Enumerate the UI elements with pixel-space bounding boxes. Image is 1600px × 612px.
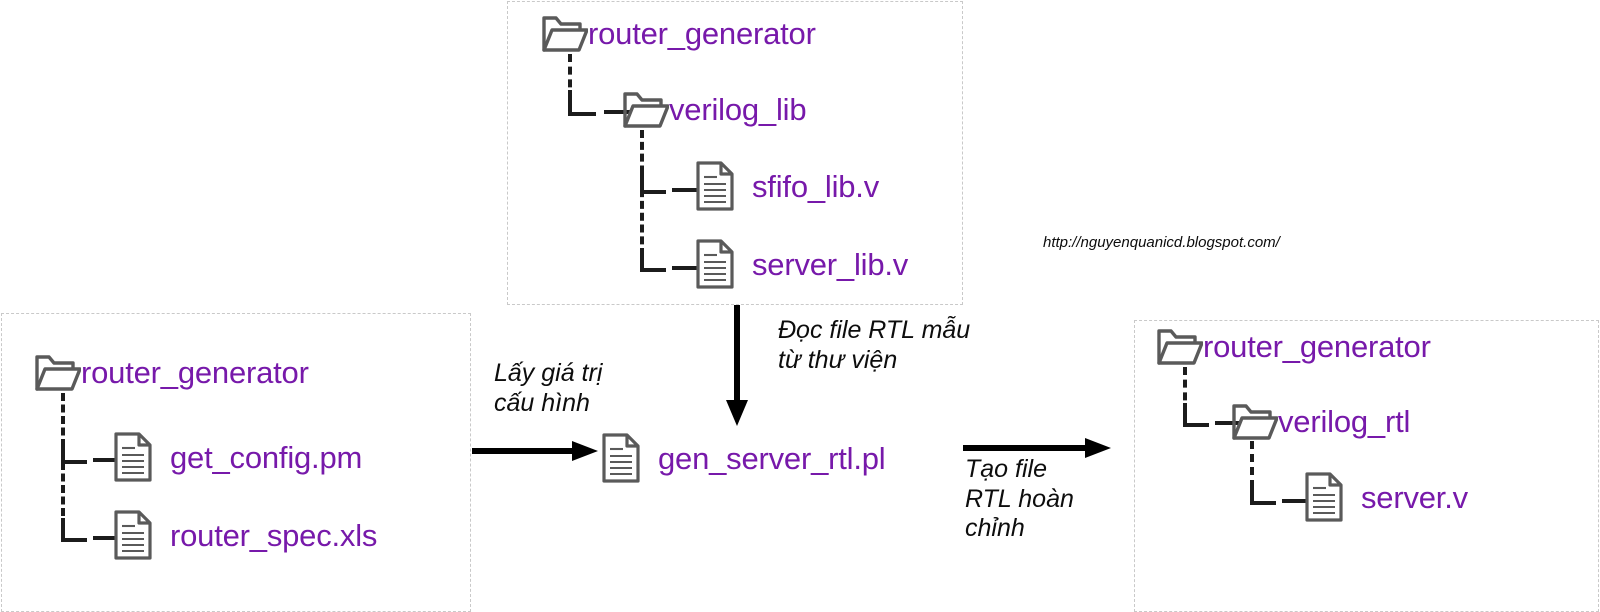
folder-icon [540, 12, 588, 54]
config-connector-router-spec [93, 536, 119, 540]
library-connector-sfifo [672, 188, 698, 192]
config-root-node[interactable]: router_generator [33, 351, 309, 393]
output-server-v-node[interactable]: server.v [1303, 471, 1468, 523]
config-elbow-router-spec [61, 518, 87, 542]
library-connector-server-lib [672, 266, 698, 270]
config-elbow-get-config [61, 440, 87, 464]
output-verilog-rtl-node[interactable]: verilog_rtl [1230, 400, 1410, 442]
library-server-lib-label: server_lib.v [752, 246, 909, 282]
folder-icon [1155, 325, 1203, 367]
config-root-label: router_generator [81, 354, 309, 390]
library-sub-trunk-line [640, 130, 644, 268]
output-connector-server-v [1282, 499, 1308, 503]
file-icon [694, 238, 736, 290]
folder-icon [33, 351, 81, 393]
output-root-label: router_generator [1203, 328, 1431, 364]
config-connector-get-config [93, 458, 119, 462]
library-elbow-server-lib [640, 248, 666, 272]
file-icon [1303, 471, 1345, 523]
library-verilog-lib-label: verilog_lib [669, 91, 807, 127]
library-root-node[interactable]: router_generator [540, 12, 816, 54]
library-sfifo-node[interactable]: sfifo_lib.v [694, 160, 879, 212]
config-get-config-node[interactable]: get_config.pm [112, 431, 362, 483]
config-router-spec-node[interactable]: router_spec.xls [112, 509, 377, 561]
file-icon [600, 432, 642, 484]
config-get-config-label: get_config.pm [170, 439, 363, 475]
folder-icon [1230, 400, 1278, 442]
output-elbow-verilog-rtl [1183, 403, 1209, 427]
caption-read-template: Đọc file RTL mẫu từ thư viện [778, 316, 971, 374]
output-trunk-line [1183, 367, 1187, 413]
output-elbow-server-v [1250, 481, 1276, 505]
caption-get-config: Lấy giá trị cấu hình [494, 359, 603, 417]
caption-create-rtl: Tạo file RTL hoàn chỉnh [965, 455, 1074, 542]
library-connector-verilog-lib [604, 110, 632, 114]
library-server-lib-node[interactable]: server_lib.v [694, 238, 908, 290]
blog-url-watermark: http://nguyenquanicd.blogspot.com/ [1043, 234, 1280, 251]
arrow-generator-to-output [963, 437, 1113, 459]
output-connector-verilog-rtl [1215, 421, 1241, 425]
output-server-v-label: server.v [1361, 479, 1468, 515]
file-icon [112, 431, 154, 483]
library-trunk-line [568, 54, 572, 100]
library-root-label: router_generator [588, 15, 816, 51]
output-root-node[interactable]: router_generator [1155, 325, 1431, 367]
generator-script-node[interactable]: gen_server_rtl.pl [600, 432, 886, 484]
file-icon [112, 509, 154, 561]
library-verilog-lib-node[interactable]: verilog_lib [621, 88, 807, 130]
arrow-library-to-generator [724, 305, 750, 427]
output-verilog-rtl-label: verilog_rtl [1278, 403, 1411, 439]
config-router-spec-label: router_spec.xls [170, 517, 378, 553]
library-sfifo-label: sfifo_lib.v [752, 168, 880, 204]
library-elbow-verilog-lib [568, 90, 596, 116]
output-sub-trunk-line [1250, 441, 1254, 501]
config-trunk-line [61, 393, 65, 539]
generator-script-label: gen_server_rtl.pl [658, 440, 886, 476]
folder-icon [621, 88, 669, 130]
library-elbow-sfifo [640, 170, 666, 194]
arrow-config-to-generator [472, 440, 600, 462]
file-icon [694, 160, 736, 212]
verilog-library-box [507, 1, 963, 305]
